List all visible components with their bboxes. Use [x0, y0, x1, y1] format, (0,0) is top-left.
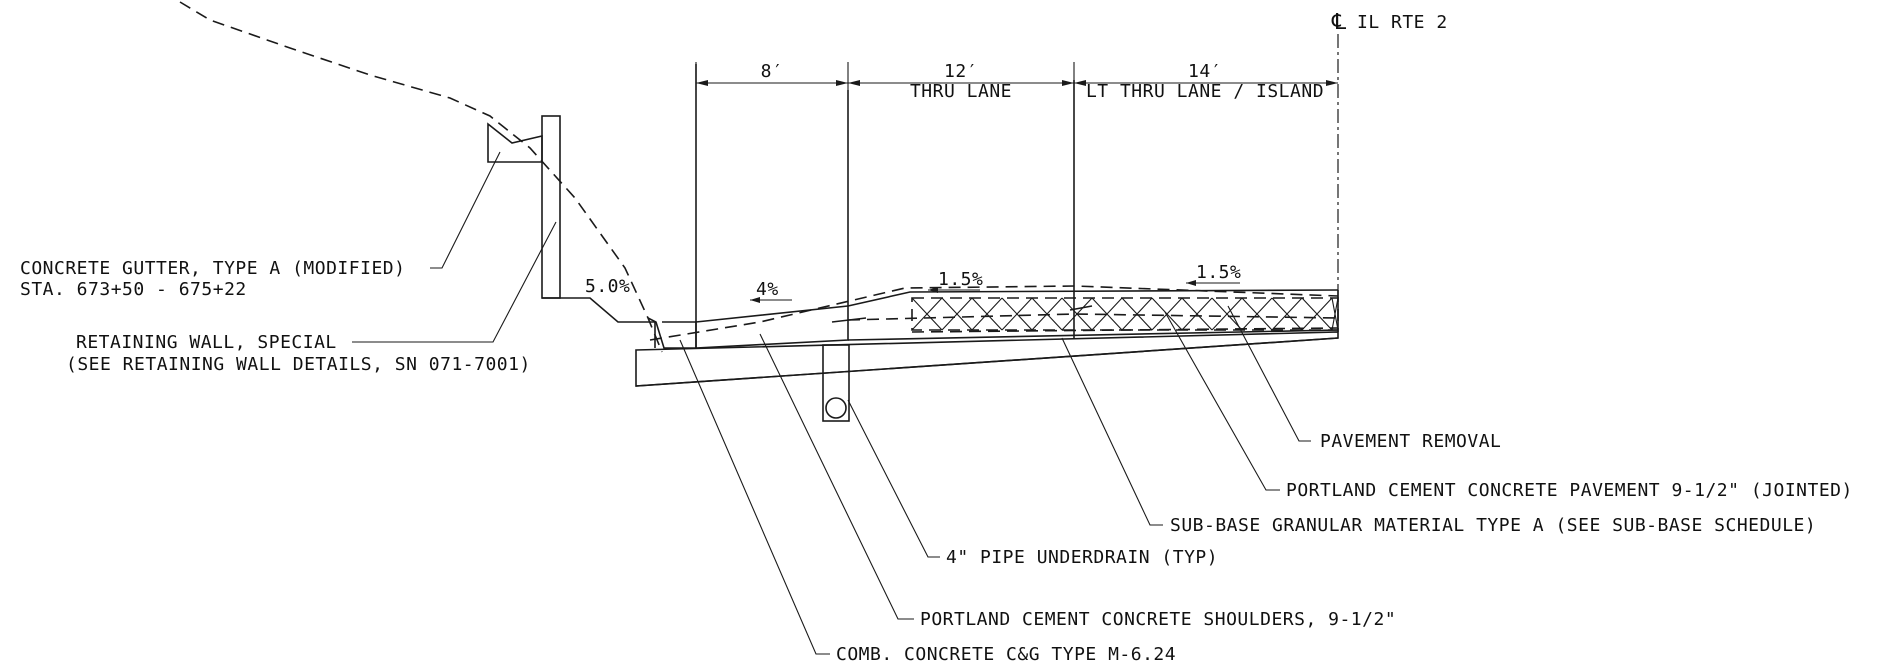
leader-pavement-removal: [1227, 305, 1311, 442]
existing-pavement-top: [649, 285, 1339, 341]
leader-shoulders: [759, 333, 914, 620]
slope-arrowhead: [750, 297, 760, 303]
hatch-line: [1121, 297, 1153, 331]
hatch-line: [971, 297, 1003, 331]
slope-arrowhead: [928, 287, 938, 293]
removal-zone-outline: [911, 297, 1339, 331]
slope-arrowhead: [1186, 280, 1196, 286]
hatch-line: [1151, 297, 1183, 331]
curb-and-gutter-shape: [647, 317, 697, 349]
pavement-removal-hatching: [911, 297, 1339, 331]
hatch-line: [941, 297, 973, 331]
dim-thru-lane-width: 12′: [944, 61, 978, 82]
underdrain-pipe: [825, 397, 847, 419]
dim-lt-lane-width: 14′: [1188, 61, 1222, 82]
callout-underdrain: 4" PIPE UNDERDRAIN (TYP): [946, 547, 1218, 568]
retaining-wall-toe: [542, 297, 656, 348]
leader-subbase: [1061, 337, 1163, 526]
leader-curb-gutter: [679, 339, 830, 655]
underdrain-trench: [822, 344, 850, 422]
dim-arrow: [1062, 80, 1074, 86]
callout-gutter-line1: CONCRETE GUTTER, TYPE A (MODIFIED): [20, 258, 405, 279]
dim-shoulder-width: 8′: [761, 61, 784, 82]
slope-label-backslope: 5.0%: [585, 276, 630, 297]
callout-curb-gutter: COMB. CONCRETE C&G TYPE M-6.24: [836, 644, 1176, 665]
hatch-line: [1241, 297, 1273, 331]
callout-shoulders: PORTLAND CEMENT CONCRETE SHOULDERS, 9-1/…: [920, 609, 1396, 630]
hatch-line: [1031, 297, 1063, 331]
subbase-bottom-line: [635, 337, 1339, 387]
hatch-line: [911, 297, 943, 331]
slope-label-shoulder: 4%: [756, 279, 779, 300]
callout-subbase: SUB-BASE GRANULAR MATERIAL TYPE A (SEE S…: [1170, 515, 1816, 536]
pavement-bottom-line: [847, 329, 1339, 341]
leader-underdrain: [847, 399, 940, 558]
dim-arrow: [848, 80, 860, 86]
dim-arrow: [1074, 80, 1086, 86]
hatch-line: [1181, 297, 1213, 331]
dim-arrow: [696, 80, 708, 86]
dim-thru-lane-label: THRU LANE: [910, 81, 1012, 102]
leader-wall: [352, 221, 557, 343]
dim-lt-lane-label: LT THRU LANE / ISLAND: [1086, 81, 1324, 102]
retaining-wall-stem: [541, 115, 561, 299]
callout-wall-line2: (SEE RETAINING WALL DETAILS, SN 071-7001…: [66, 354, 531, 375]
hatch-line: [1211, 297, 1243, 331]
hatch-line: [1271, 297, 1303, 331]
concrete-gutter-shape: [487, 122, 543, 163]
joint-marker-2: [1069, 305, 1093, 311]
callout-gutter-line2: STA. 673+50 - 675+22: [20, 279, 247, 300]
shoulder-slab: [695, 305, 849, 349]
callout-pcc-pavement: PORTLAND CEMENT CONCRETE PAVEMENT 9-1/2"…: [1286, 480, 1853, 501]
callout-wall-line1: RETAINING WALL, SPECIAL: [76, 332, 337, 353]
leader-pcc-pavement: [1164, 311, 1280, 491]
dim-arrow: [836, 80, 848, 86]
leader-gutter: [430, 151, 501, 269]
pavement-top-line: [847, 289, 1339, 307]
dim-arrow: [1326, 80, 1338, 86]
hatch-line: [1091, 297, 1123, 331]
slope-label-lt-lane: 1.5%: [1196, 262, 1241, 283]
existing-ground-line: [179, 1, 663, 353]
hatch-line: [1001, 297, 1033, 331]
hatch-line: [1331, 297, 1339, 331]
existing-pavement-bottom: [847, 313, 1339, 321]
joint-marker-1: [831, 317, 867, 323]
callout-pavement-removal: PAVEMENT REMOVAL: [1320, 431, 1501, 452]
centerline-label: IL RTE 2: [1357, 12, 1448, 33]
hatch-line: [1061, 297, 1093, 331]
centerline-symbol: ℄: [1331, 10, 1347, 35]
hatch-line: [1301, 297, 1333, 331]
subbase-slab: [635, 331, 1339, 387]
slope-label-thru-lane: 1.5%: [938, 269, 983, 290]
